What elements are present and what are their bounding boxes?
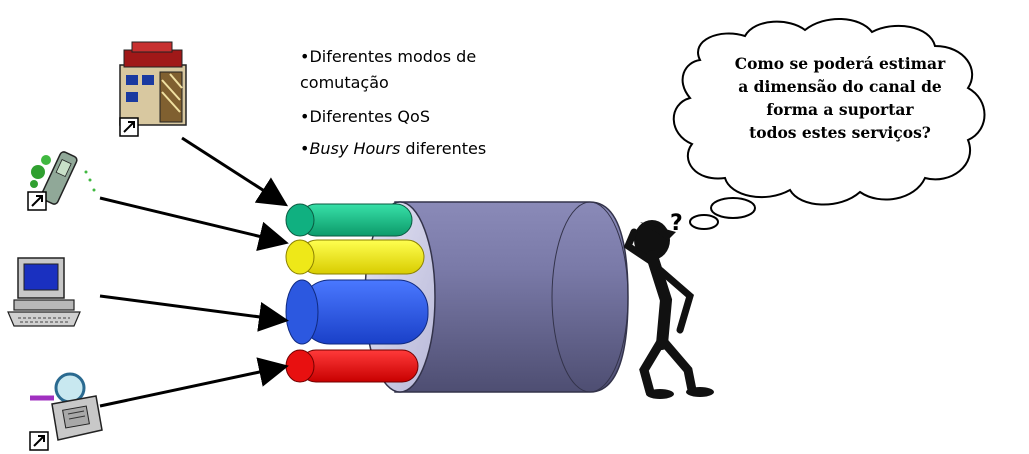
- office-building-icon: [119, 41, 187, 137]
- fax-phone-icon: [29, 372, 103, 451]
- thinking-person-figure: [623, 220, 714, 399]
- mobile-phone-icon: [27, 151, 96, 211]
- thought-cloud-text: Como se poderá estimar a dimensão do can…: [700, 52, 980, 144]
- bullet-qos: •Diferentes QoS: [300, 107, 430, 126]
- thought-line-4: todos estes serviços?: [749, 123, 931, 142]
- arrow-fax-to-red: [99, 357, 289, 408]
- computer-icon: [7, 257, 81, 327]
- question-mark: ?: [670, 211, 683, 236]
- fiber-blue: [285, 279, 429, 345]
- bullet-busy-hours-suffix: diferentes: [400, 139, 487, 158]
- bullet-busy-hours-italic: Busy Hours: [309, 139, 401, 158]
- bullet-busy-hours: •Busy Hours diferentes: [300, 138, 560, 160]
- arrow-phone-to-yellow: [99, 196, 289, 251]
- thought-line-3: forma a suportar: [766, 100, 914, 119]
- arrow-computer-to-blue: [99, 294, 289, 332]
- fiber-red: [285, 349, 419, 383]
- fiber-yellow: [285, 239, 425, 275]
- thought-line-1: Como se poderá estimar: [734, 54, 946, 73]
- arrow-office-to-green: [181, 136, 289, 207]
- thought-line-2: a dimensão do canal de: [738, 77, 942, 96]
- thought-cloud: [672, 17, 986, 230]
- bullet-switching-modes: •Diferentes modos de comutação: [300, 47, 477, 92]
- bullet-list: •Diferentes modos de comutação •Diferent…: [300, 44, 560, 170]
- fiber-green: [285, 203, 413, 237]
- bullet-busy-hours-dot: •: [300, 139, 310, 158]
